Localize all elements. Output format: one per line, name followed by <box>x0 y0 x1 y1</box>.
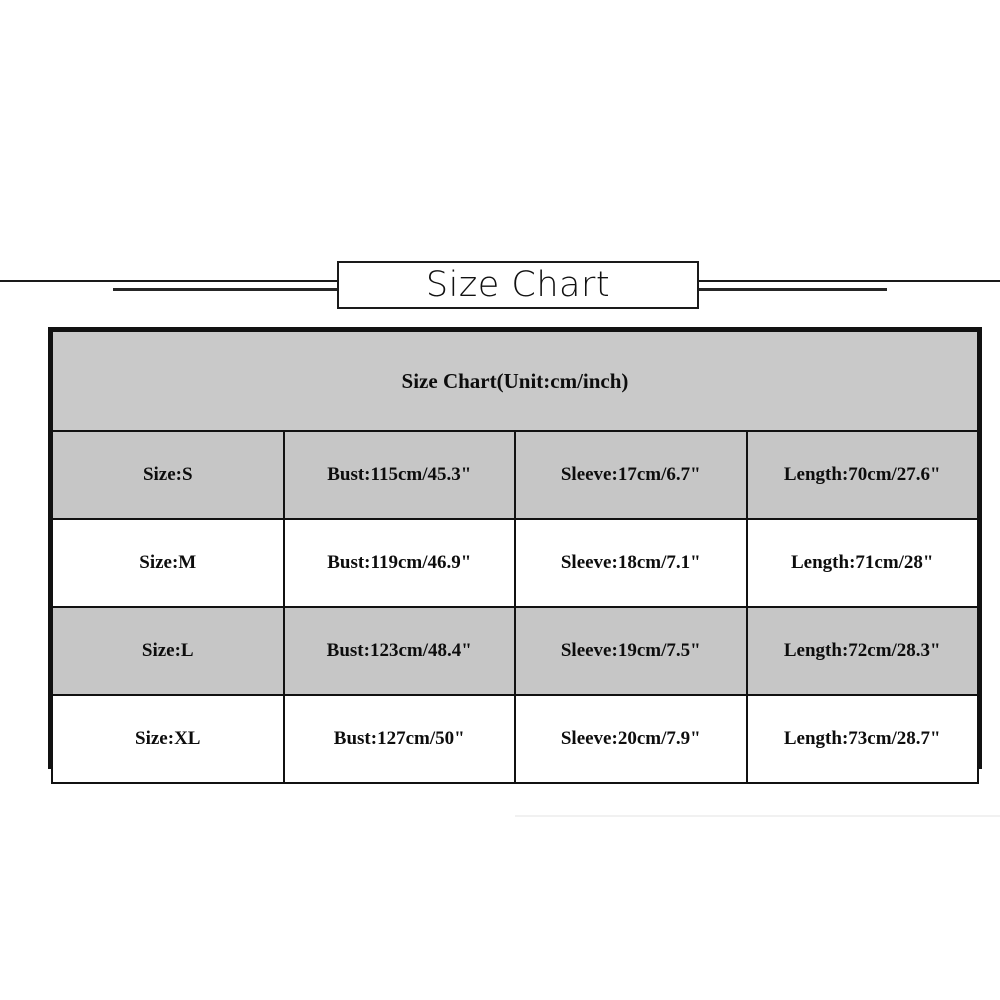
size-chart-table-body: Size Chart(Unit:cm/inch) Size:S Bust:115… <box>51 330 979 784</box>
background-artifact-line <box>515 815 1000 817</box>
cell-length: Length:72cm/28.3" <box>745 606 979 696</box>
banner-rule-lower-left <box>113 288 338 291</box>
cell-sleeve: Sleeve:17cm/6.7" <box>514 430 748 520</box>
cell-length: Length:71cm/28" <box>745 518 979 608</box>
table-row: Size:S Bust:115cm/45.3" Sleeve:17cm/6.7"… <box>51 430 979 520</box>
cell-size: Size:XL <box>51 694 285 784</box>
table-row: Size:XL Bust:127cm/50" Sleeve:20cm/7.9" … <box>51 694 979 784</box>
title-plate: Size Chart <box>337 261 699 309</box>
title-banner: Size Chart <box>0 255 1000 315</box>
banner-rule-lower-right <box>697 288 887 291</box>
cell-size: Size:S <box>51 430 285 520</box>
cell-bust: Bust:127cm/50" <box>282 694 516 784</box>
table-row: Size:L Bust:123cm/48.4" Sleeve:19cm/7.5"… <box>51 606 979 696</box>
cell-length: Length:70cm/27.6" <box>745 430 979 520</box>
cell-sleeve: Sleeve:20cm/7.9" <box>514 694 748 784</box>
cell-bust: Bust:123cm/48.4" <box>282 606 516 696</box>
table-header-cell: Size Chart(Unit:cm/inch) <box>51 330 979 432</box>
cell-size: Size:M <box>51 518 285 608</box>
table-header-row: Size Chart(Unit:cm/inch) <box>51 330 979 432</box>
table-row: Size:M Bust:119cm/46.9" Sleeve:18cm/7.1"… <box>51 518 979 608</box>
cell-length: Length:73cm/28.7" <box>745 694 979 784</box>
cell-size: Size:L <box>51 606 285 696</box>
cell-bust: Bust:115cm/45.3" <box>282 430 516 520</box>
size-chart-table-container: Size Chart(Unit:cm/inch) Size:S Bust:115… <box>48 327 982 784</box>
cell-sleeve: Sleeve:19cm/7.5" <box>514 606 748 696</box>
cell-bust: Bust:119cm/46.9" <box>282 518 516 608</box>
cell-sleeve: Sleeve:18cm/7.1" <box>514 518 748 608</box>
size-chart-table: Size Chart(Unit:cm/inch) Size:S Bust:115… <box>51 330 979 784</box>
page-title: Size Chart <box>425 264 611 305</box>
